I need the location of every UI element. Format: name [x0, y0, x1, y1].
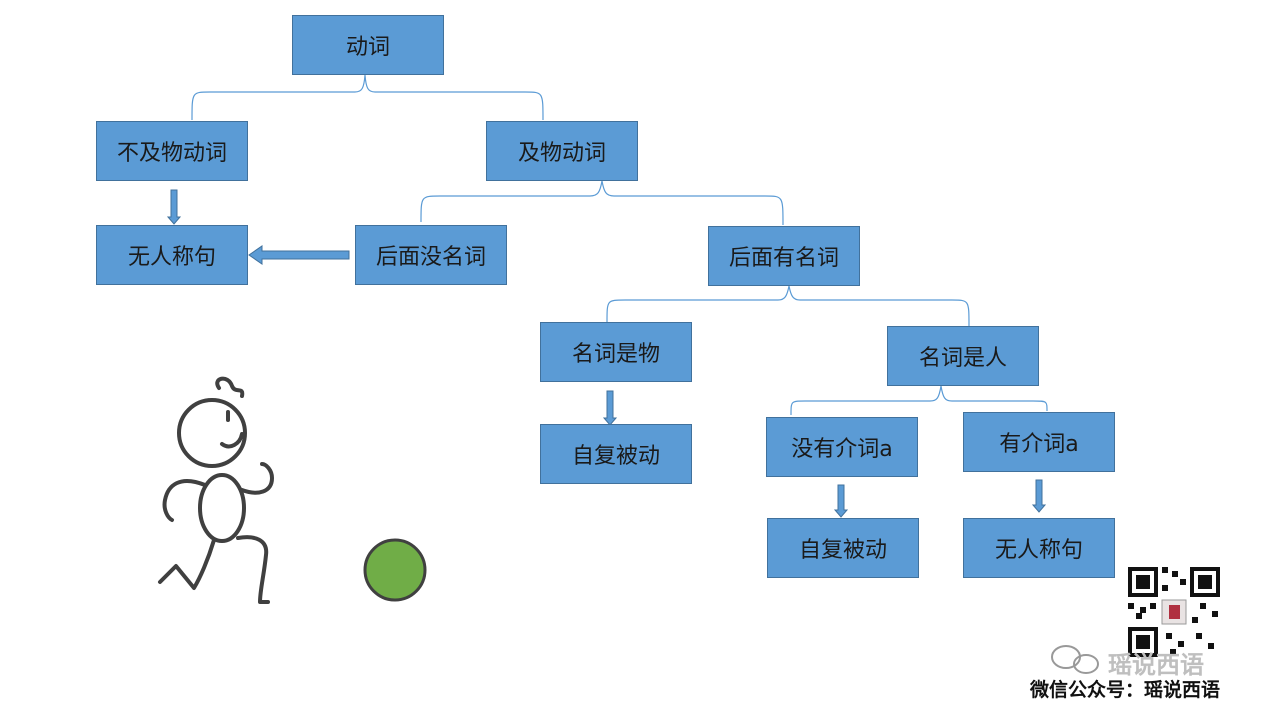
ball	[363, 538, 427, 602]
node-impersonal: 无人称句	[96, 225, 248, 285]
node-label: 后面有名词	[728, 246, 839, 271]
node-label: 自复被动	[571, 444, 660, 469]
node-label: 无人称句	[127, 245, 216, 270]
node-label: 没有介词a	[791, 437, 893, 462]
node-transitive: 及物动词	[486, 121, 638, 181]
node-intransitive: 不及物动词	[96, 121, 248, 181]
node-has-preposition-a: 有介词a	[963, 412, 1115, 472]
node-reflexive-passive: 自复被动	[540, 424, 692, 484]
node-noun-is-person: 名词是人	[887, 326, 1039, 386]
node-noun-is-thing: 名词是物	[540, 322, 692, 382]
node-label: 无人称句	[994, 538, 1083, 563]
node-label: 动词	[345, 35, 390, 60]
node-label: 不及物动词	[116, 141, 227, 166]
node-label: 名词是物	[571, 342, 660, 367]
node-label: 名词是人	[918, 346, 1007, 371]
node-impersonal: 无人称句	[963, 518, 1115, 578]
arrow-down	[833, 484, 849, 518]
node-label: 有介词a	[999, 432, 1079, 457]
node-no-noun-after: 后面没名词	[355, 225, 507, 285]
arrow-down	[1031, 479, 1047, 513]
node-label: 及物动词	[517, 141, 606, 166]
node-no-preposition-a: 没有介词a	[766, 417, 918, 477]
node-label: 后面没名词	[375, 245, 486, 270]
watermark-caption: 微信公众号：瑶说西语	[1030, 679, 1221, 701]
node-has-noun-after: 后面有名词	[708, 226, 860, 286]
node-reflexive-passive: 自复被动	[767, 518, 919, 578]
arrow-down	[602, 390, 618, 426]
arrow-down	[166, 189, 182, 225]
wechat-icon	[1051, 645, 1099, 674]
watermark-overlay-name: 瑶说西语	[1108, 651, 1204, 679]
node-root: 动词	[292, 15, 444, 75]
node-label: 自复被动	[798, 538, 887, 563]
arrow-left	[248, 245, 350, 265]
